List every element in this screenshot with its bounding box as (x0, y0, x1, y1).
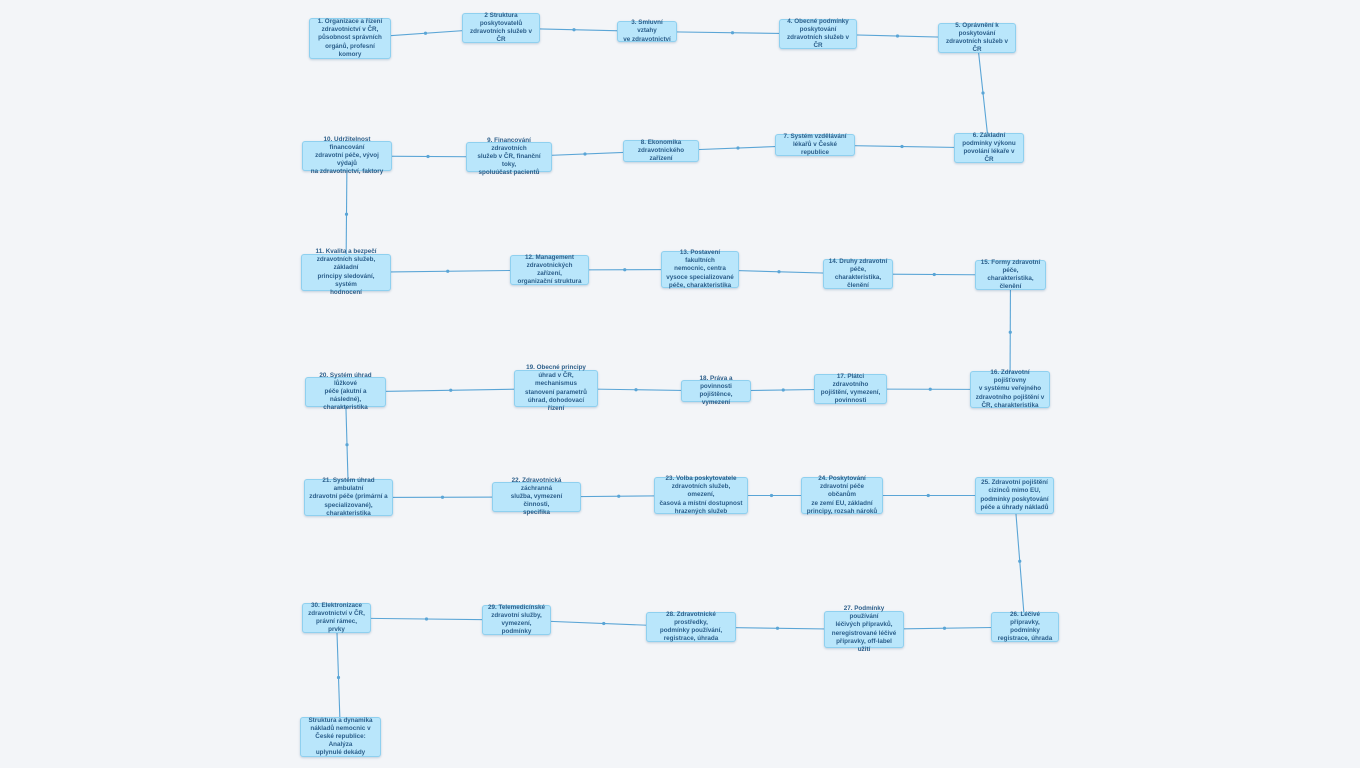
connector-dot (769, 493, 774, 498)
topic-node-n22[interactable]: 22. Zdravotnická záchranná služba, vymez… (492, 477, 581, 516)
topic-node-n24[interactable]: 24. Poskytování zdravotní péče občanům z… (801, 475, 883, 515)
connector-dot (730, 31, 735, 35)
topic-node-n9[interactable]: 9. Financování zdravotních služeb v ČR, … (466, 137, 552, 176)
topic-node-n19[interactable]: 19. Obecné principy úhrad v ČR, mechanis… (514, 364, 598, 412)
connector-dot (895, 34, 900, 38)
topic-node-n29[interactable]: 29. Telemedicínské zdravotní služby, vym… (482, 604, 551, 635)
connector-dot (336, 675, 341, 680)
topic-node-n8[interactable]: 8. Ekonomika zdravotnického zařízení (623, 139, 699, 162)
topic-node-n16[interactable]: 16. Zdravotní pojišťovny v systému veřej… (970, 369, 1050, 409)
topic-node-n13[interactable]: 13. Postavení fakultních nemocnic, centr… (661, 249, 739, 289)
topic-node-n21[interactable]: 21. Systém úhrad ambulatní zdravotní péč… (304, 477, 393, 517)
topic-node-n7[interactable]: 7. Systém vzdělávání lékařů v České repu… (775, 133, 855, 156)
connector-dot (775, 626, 780, 630)
topic-node-n23[interactable]: 23. Volba poskytovatele zdravotních služ… (654, 475, 748, 515)
connector-dot (736, 146, 740, 150)
connector-dot (424, 617, 429, 621)
connector-dot (583, 152, 587, 156)
topic-node-n3[interactable]: 3. Smluvní vztahy ve zdravotnictví (617, 19, 677, 43)
topic-node-n5[interactable]: 5. Oprávnění k poskytování zdravotních s… (938, 22, 1016, 53)
connector-dot (623, 268, 627, 272)
topic-node-n20[interactable]: 20. Systém úhrad lůžkové péče (akutní a … (305, 372, 386, 411)
connector-dot (926, 493, 930, 498)
topic-node-n11[interactable]: 11. Kvalita a bezpečí zdravotních služeb… (301, 248, 391, 296)
connector-dot (900, 144, 904, 149)
connector-dot (634, 388, 638, 392)
topic-node-n4[interactable]: 4. Obecné podmínky poskytování zdravotní… (779, 18, 857, 49)
connector-dot (345, 443, 349, 447)
connector-dot (440, 495, 445, 499)
connector-dot (572, 28, 576, 32)
topic-node-n27[interactable]: 27. Podmínky používání léčivých přípravk… (824, 605, 904, 653)
connector-dot (1008, 330, 1012, 334)
topic-node-n6[interactable]: 6. Základní podmínky výkonu povolání lék… (954, 132, 1024, 163)
connector-dot (928, 387, 932, 391)
connector-dot (344, 212, 349, 216)
topic-node-n1[interactable]: 1. Organizace a řízení zdravotnictví v Č… (309, 18, 391, 59)
topic-node-n10[interactable]: 10. Udržitelnost financování zdravotní p… (302, 136, 392, 175)
connector-dot (423, 31, 428, 35)
topic-node-n14[interactable]: 14. Druhy zdravotní péče, charakteristik… (823, 258, 893, 289)
connector-dot (777, 270, 781, 274)
connector-dot (446, 269, 450, 273)
connector-dot (426, 154, 430, 159)
connector-dot (781, 388, 785, 392)
topic-node-n25[interactable]: 25. Zdravotní pojištění cizinců mimo EU,… (975, 477, 1054, 514)
topic-node-n15[interactable]: 15. Formy zdravotní péče, charakteristik… (975, 259, 1046, 290)
connector-dot (1018, 559, 1022, 563)
connector-dot (617, 494, 621, 498)
topic-node-n28[interactable]: 28. Zdravotnické prostředky, podmínky po… (646, 611, 736, 642)
topic-node-n12[interactable]: 12. Management zdravotnických zařízení, … (510, 254, 589, 285)
connector-dot (932, 272, 936, 277)
connector-dot (942, 626, 947, 630)
topic-node-n18[interactable]: 18. Práva a povinnosti pojištěnce, vymez… (681, 375, 751, 406)
connector-dot (602, 621, 606, 626)
topic-node-n2[interactable]: 2 Struktura poskytovatelů zdravotních sl… (462, 12, 540, 43)
topic-node-n26[interactable]: 26. Léčivé přípravky, podmínky registrac… (991, 611, 1059, 642)
connector-dot (981, 91, 985, 95)
connector-dot (449, 388, 453, 392)
topic-node-n31[interactable]: Struktura a dynamika nákladů nemocnic v … (300, 717, 381, 757)
topic-node-n17[interactable]: 17. Plátci zdravotního pojištění, vymeze… (814, 373, 887, 404)
topic-node-n30[interactable]: 30. Elektronizace zdravotnictví v ČR, pr… (302, 602, 371, 633)
